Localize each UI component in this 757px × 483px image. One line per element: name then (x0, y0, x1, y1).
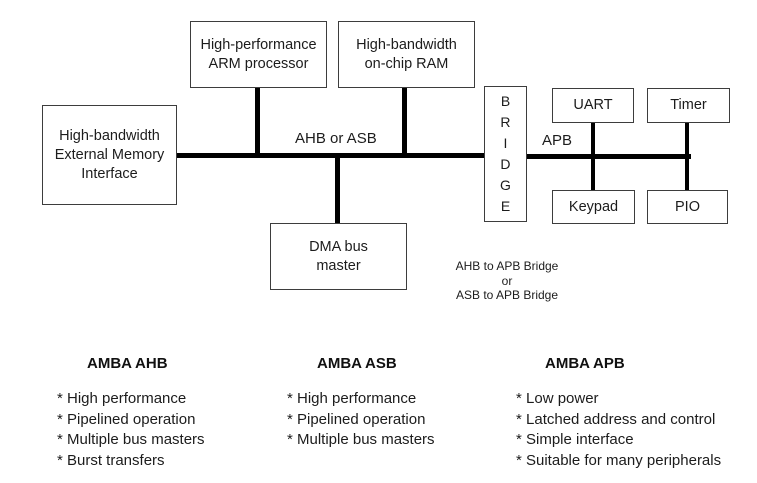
ahb-asb-bus-line (177, 153, 484, 158)
feature-item: * Multiple bus masters (57, 431, 205, 448)
feature-item: * Simple interface (516, 431, 634, 448)
dma-bus-connector-line (335, 157, 340, 223)
ram-bus-connector-line (402, 87, 407, 153)
arm-bus-connector-line (255, 87, 260, 153)
feature-item: * Low power (516, 390, 599, 407)
feature-item: * Suitable for many peripherals (516, 451, 722, 469)
timer-box: Timer (647, 88, 730, 123)
uart-keypad-connector-line (591, 122, 595, 190)
on-chip-ram-box: High-bandwidth on-chip RAM (338, 21, 475, 88)
amba-apb-feature-list: * Low power * Latched address and contro… (516, 389, 721, 471)
pio-box: PIO (647, 190, 728, 224)
amba-apb-title: AMBA APB (545, 355, 625, 372)
feature-item: * Multiple bus masters (287, 431, 435, 448)
keypad-box: Keypad (552, 190, 635, 224)
feature-item: * High performance (57, 390, 187, 407)
apb-bus-line (527, 154, 691, 159)
amba-ahb-title: AMBA AHB (87, 355, 168, 372)
feature-item: * Burst transfers (57, 451, 165, 469)
arm-processor-box: High-performance ARM processor (190, 21, 327, 88)
ahb-asb-bus-label: AHB or ASB (295, 130, 377, 147)
feature-item: * Pipelined operation (57, 410, 196, 428)
dma-bus-master-box: DMA bus master (270, 223, 407, 290)
bridge-note: AHB to APB Bridge or ASB to APB Bridge (455, 259, 559, 302)
apb-bus-label: APB (542, 132, 573, 149)
amba-asb-title: AMBA ASB (317, 355, 397, 372)
amba-ahb-feature-list: * High performance * Pipelined operation… (57, 389, 205, 471)
external-memory-box: High-bandwidth External Memory Interface (42, 105, 177, 205)
timer-pio-connector-line (685, 122, 689, 190)
uart-box: UART (552, 88, 634, 123)
feature-item: * Latched address and control (516, 410, 716, 428)
feature-item: * Pipelined operation (287, 410, 426, 428)
bridge-box: B R I D G E (484, 86, 527, 222)
feature-item: * High performance (287, 390, 417, 407)
amba-asb-feature-list: * High performance * Pipelined operation… (287, 389, 435, 451)
